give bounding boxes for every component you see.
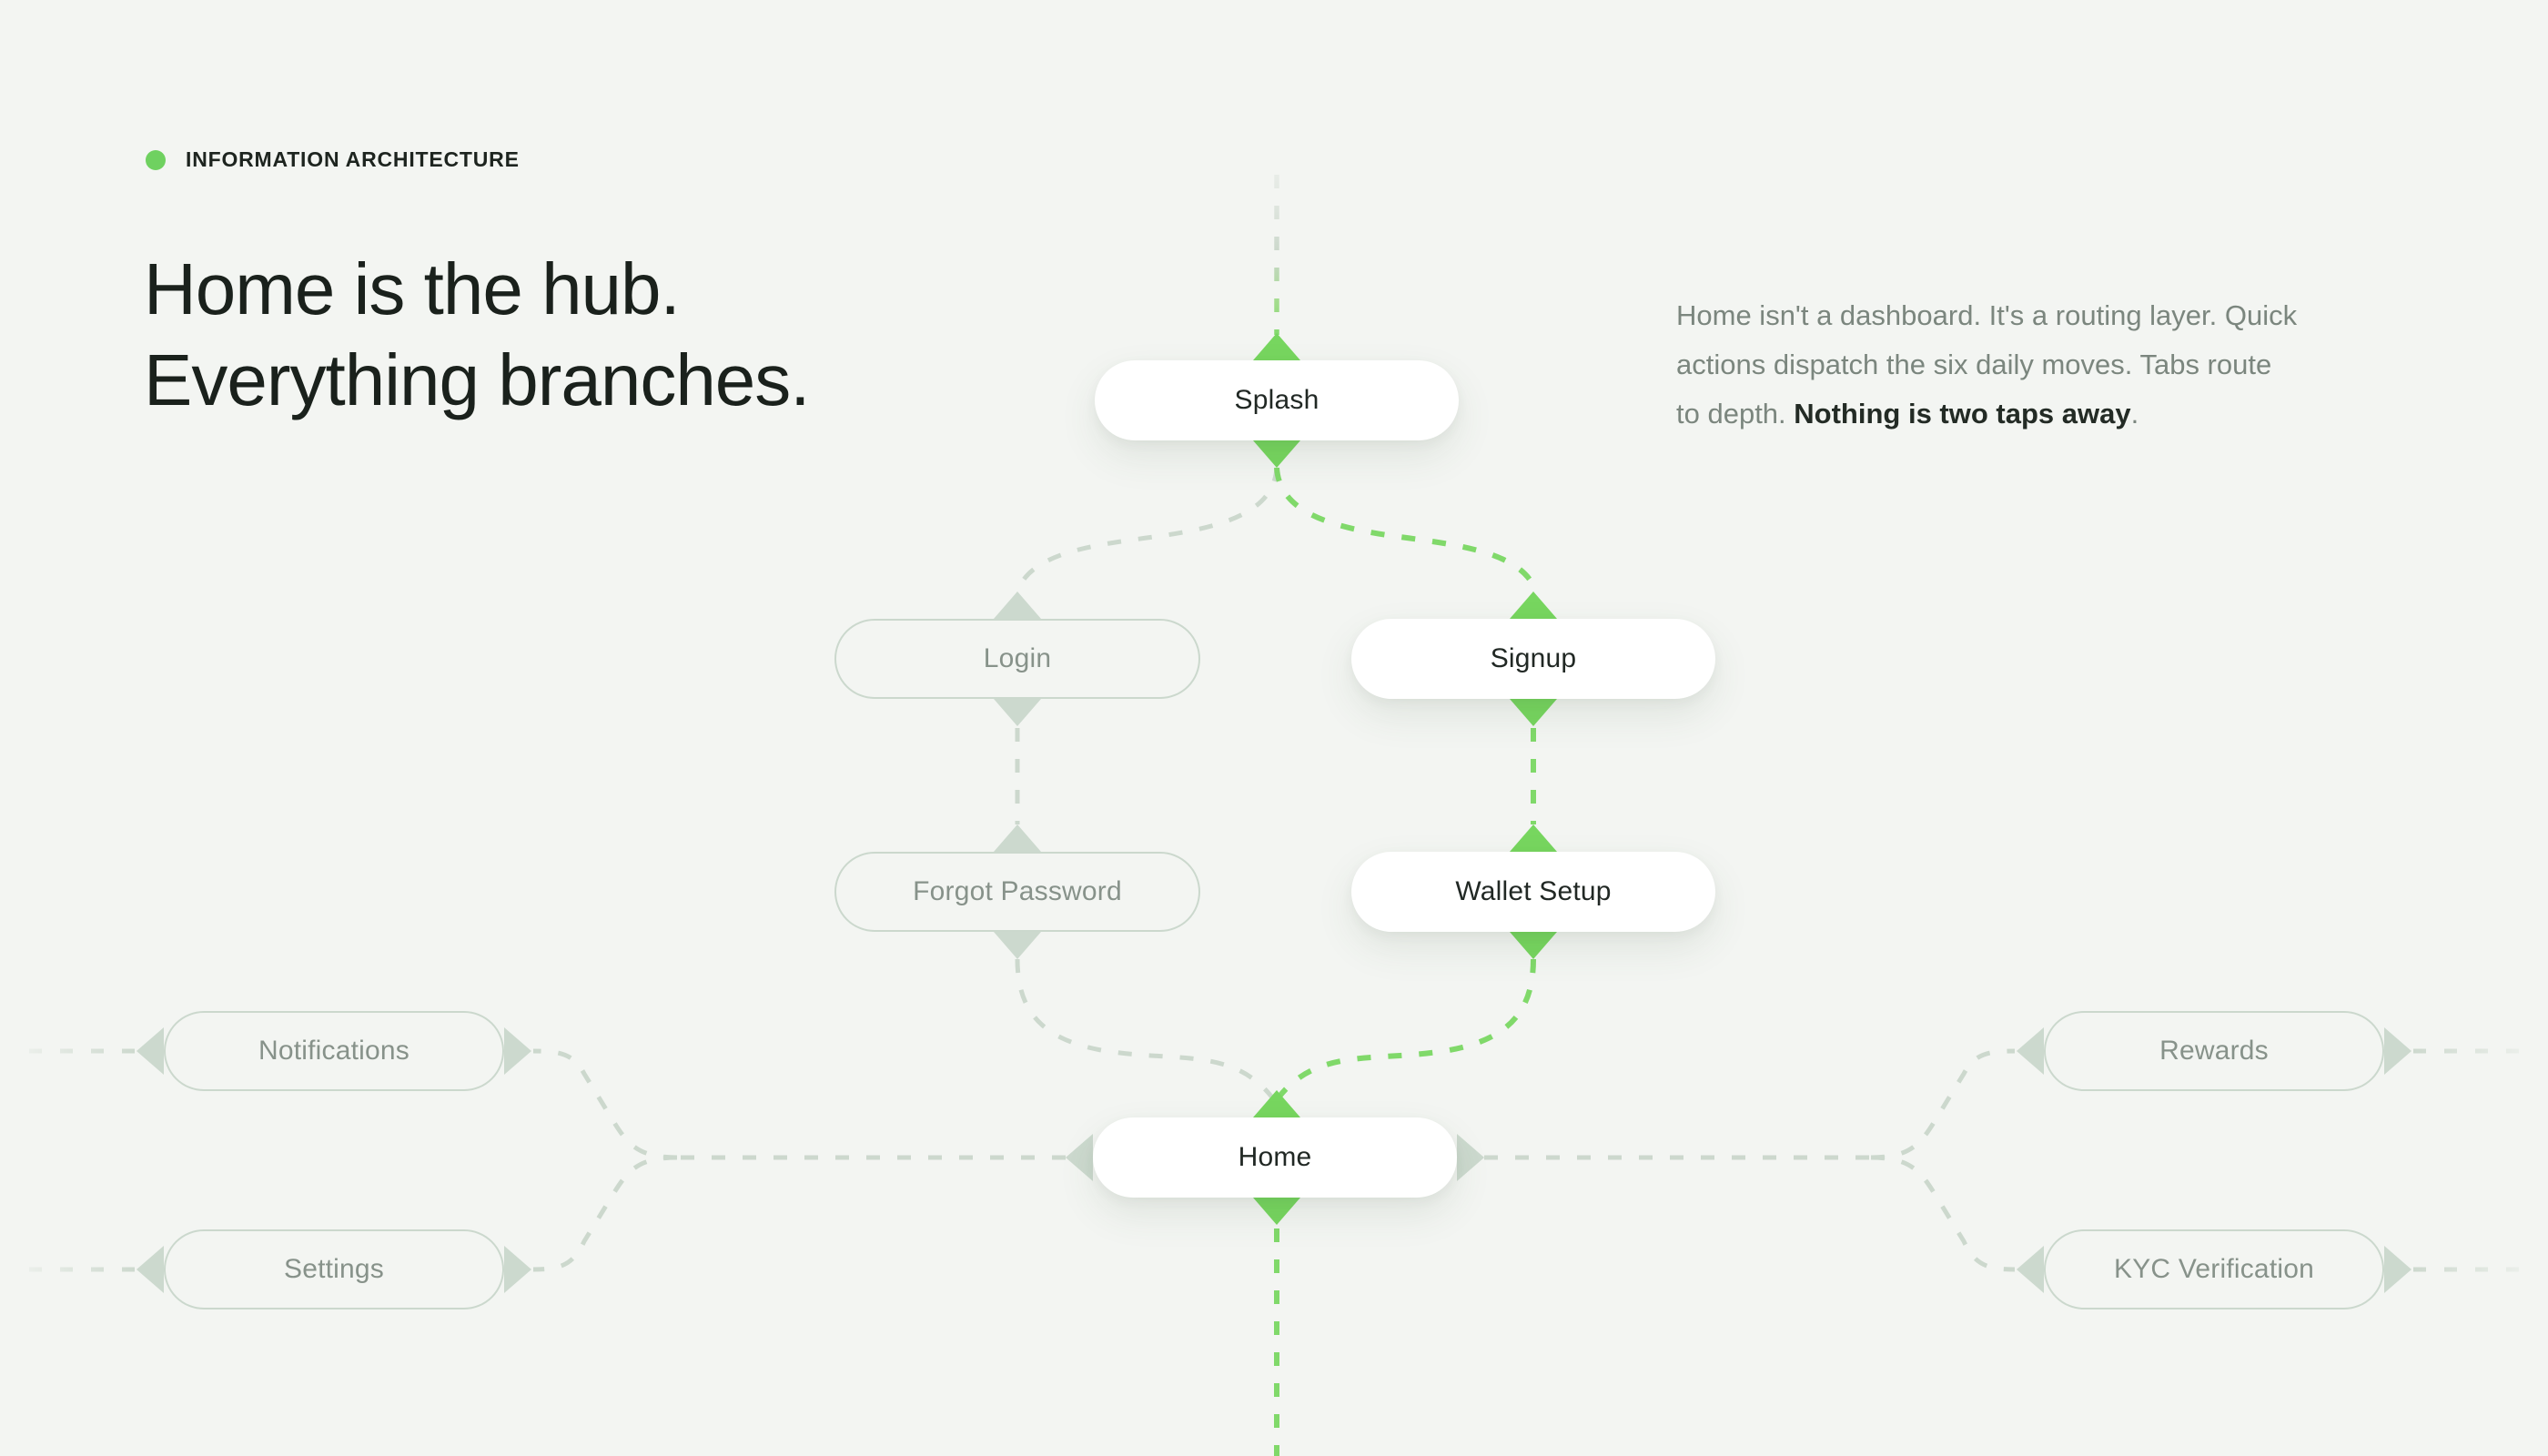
node-settings[interactable]: Settings [164, 1229, 504, 1309]
page-title-line1: Home is the hub. [144, 248, 681, 329]
arrow-signup-top [1510, 592, 1557, 619]
arrow-kyc-left [2017, 1246, 2044, 1293]
intro-line3-prefix: to depth. [1676, 398, 1795, 430]
node-wallet-setup[interactable]: Wallet Setup [1351, 852, 1715, 932]
node-forgot-password-label: Forgot Password [913, 876, 1122, 906]
eyebrow-label: INFORMATION ARCHITECTURE [186, 147, 520, 171]
arrow-signup-bottom [1510, 699, 1557, 726]
arrow-rewards-left [2017, 1027, 2044, 1075]
intro-line1: Home isn't a dashboard. It's a routing l… [1676, 299, 2298, 331]
arrow-login-bottom [994, 699, 1041, 726]
section-eyebrow: INFORMATION ARCHITECTURE [146, 147, 520, 172]
arrow-home-left [1066, 1134, 1093, 1181]
node-notifications-label: Notifications [258, 1036, 410, 1066]
arrow-settings-left [136, 1246, 164, 1293]
node-signup-label: Signup [1490, 643, 1577, 673]
arrow-notifications-right [504, 1027, 531, 1075]
node-home[interactable]: Home [1093, 1117, 1457, 1198]
node-splash[interactable]: Splash [1095, 360, 1459, 440]
arrow-rewards-right [2384, 1027, 2412, 1075]
edge-wallet-home [1276, 958, 1536, 1099]
node-rewards-label: Rewards [2159, 1036, 2269, 1066]
edge-left-settings [532, 1155, 678, 1272]
arrow-splash-top [1253, 333, 1300, 360]
page-title: Home is the hub. Everything branches. [144, 244, 811, 426]
edge-right-kyc [1870, 1155, 2016, 1272]
arrow-notifications-left [136, 1027, 164, 1075]
edge-left-notifications [532, 1048, 678, 1160]
node-splash-label: Splash [1234, 385, 1320, 415]
node-login[interactable]: Login [834, 619, 1200, 699]
eyebrow-dot-icon [146, 149, 166, 170]
node-rewards[interactable]: Rewards [2044, 1011, 2384, 1091]
arrow-home-right [1457, 1134, 1484, 1181]
node-forgot-password[interactable]: Forgot Password [834, 852, 1200, 932]
edge-splash-login [1015, 467, 1279, 592]
node-notifications[interactable]: Notifications [164, 1011, 504, 1091]
arrow-login-top [994, 592, 1041, 619]
node-kyc-verification-label: KYC Verification [2114, 1254, 2314, 1284]
page-title-line2: Everything branches. [144, 339, 811, 420]
intro-paragraph: Home isn't a dashboard. It's a routing l… [1676, 291, 2432, 439]
node-wallet-setup-label: Wallet Setup [1455, 876, 1612, 906]
arrow-wallet-top [1510, 824, 1557, 852]
intro-line2: actions dispatch the six daily moves. Ta… [1676, 349, 2272, 380]
arrow-settings-right [504, 1246, 531, 1293]
edge-splash-signup [1274, 467, 1539, 593]
arrow-kyc-right [2384, 1246, 2412, 1293]
node-login-label: Login [983, 643, 1052, 673]
arrow-home-top [1253, 1090, 1300, 1117]
node-settings-label: Settings [284, 1254, 384, 1284]
arrow-splash-bottom [1253, 440, 1300, 468]
node-home-label: Home [1238, 1142, 1312, 1172]
arrow-forgot-top [994, 824, 1041, 852]
node-kyc-verification[interactable]: KYC Verification [2044, 1229, 2384, 1309]
arrow-home-bottom [1253, 1198, 1300, 1225]
node-signup[interactable]: Signup [1351, 619, 1715, 699]
intro-line3-emphasis: Nothing is two taps away [1794, 398, 2131, 430]
arrow-forgot-bottom [994, 932, 1041, 959]
edge-right-rewards [1870, 1048, 2016, 1160]
intro-line3-suffix: . [2130, 398, 2139, 430]
edge-forgot-home [1015, 958, 1274, 1099]
arrow-wallet-bottom [1510, 932, 1557, 959]
